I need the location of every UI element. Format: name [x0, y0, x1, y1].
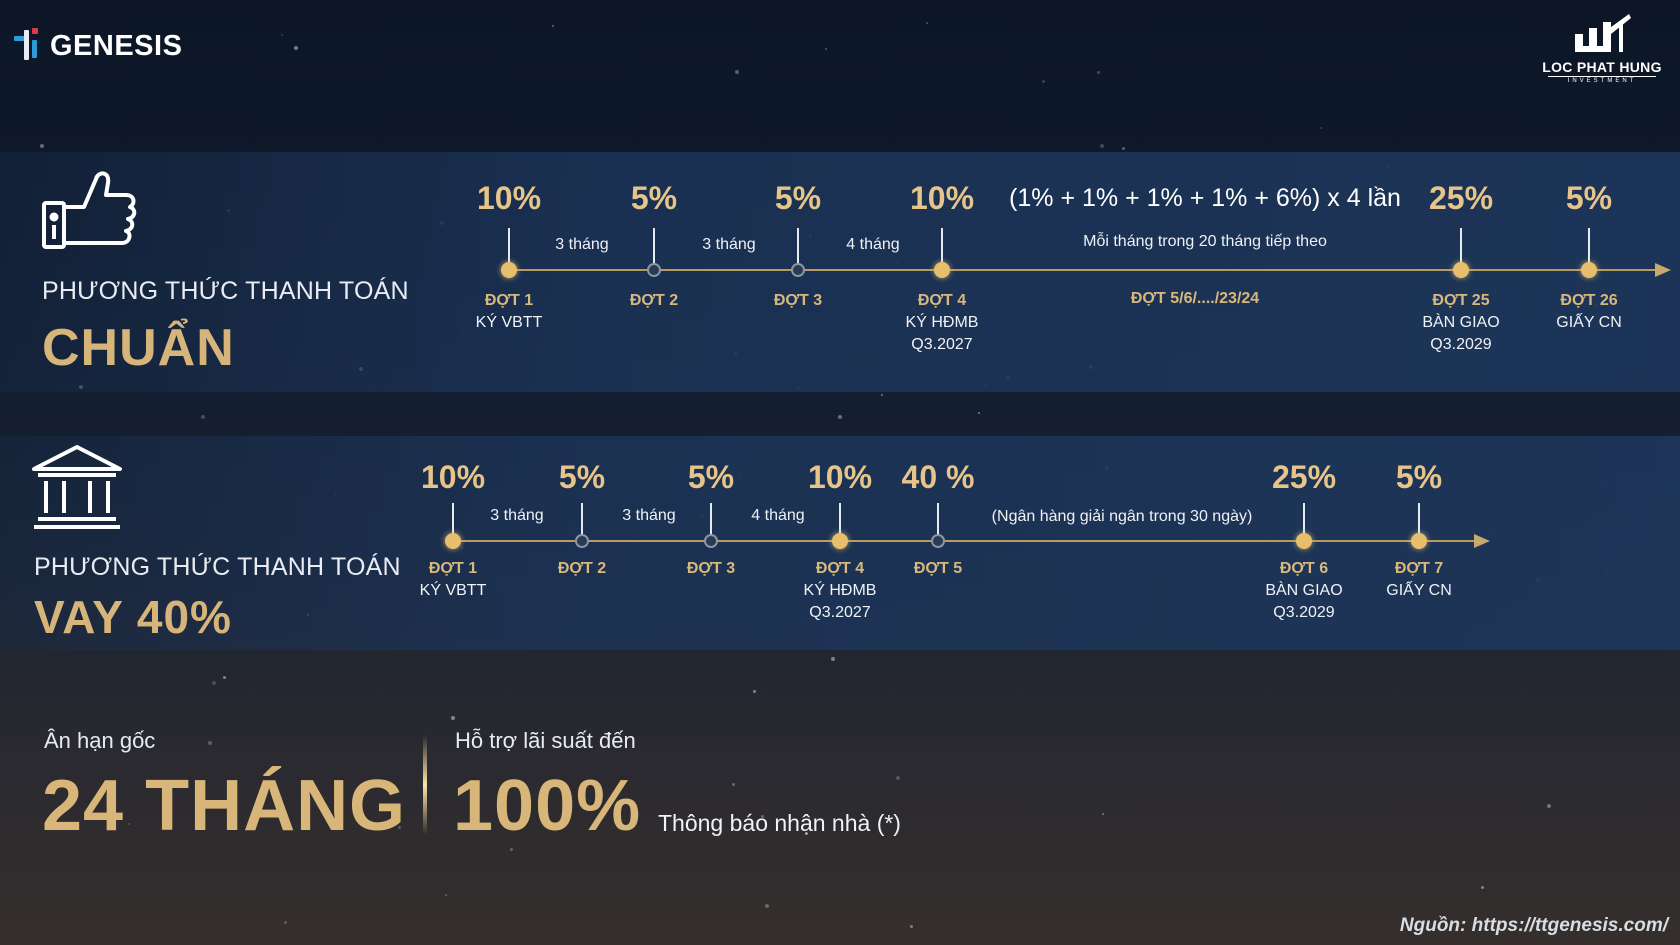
star	[831, 657, 835, 661]
star	[552, 25, 554, 27]
star	[978, 412, 980, 414]
interest-support-note: Thông báo nhận nhà (*)	[658, 810, 901, 836]
star	[1100, 144, 1104, 148]
plan-loan-name: VAY 40%	[34, 591, 232, 643]
star	[1547, 804, 1551, 808]
loc-phat-hung-logo: LOC PHAT HUNG INVESTMENT	[1542, 12, 1662, 84]
grace-period-value: 24 THÁNG	[42, 766, 407, 846]
star	[281, 34, 283, 36]
star	[284, 921, 287, 924]
star	[1122, 147, 1125, 150]
star	[1320, 127, 1322, 129]
star	[40, 144, 44, 148]
genesis-logo-text: GENESIS	[50, 29, 183, 62]
star	[1102, 813, 1104, 815]
star	[201, 415, 205, 419]
star	[294, 46, 298, 50]
star	[510, 848, 513, 851]
grace-period-label: Ân hạn gốc	[44, 728, 156, 753]
plan-standard-name: CHUẨN	[42, 319, 235, 377]
plan-loan-band	[0, 436, 1680, 650]
loc-phat-hung-mark-icon	[1575, 14, 1631, 52]
loc-phat-hung-tagline: INVESTMENT	[1548, 76, 1656, 84]
interest-support-value: 100%	[453, 766, 642, 846]
star	[1097, 71, 1100, 74]
star	[1042, 80, 1045, 83]
genesis-mark-icon	[12, 26, 46, 66]
star	[838, 415, 842, 419]
star	[825, 48, 827, 50]
bottom-divider	[423, 735, 427, 835]
source-credit: Nguồn: https://ttgenesis.com/	[1399, 915, 1668, 936]
star	[212, 681, 216, 685]
genesis-logo: GENESIS	[12, 26, 182, 66]
interest-support-label: Hỗ trợ lãi suất đến	[455, 728, 636, 753]
thumbs-up-icon	[40, 165, 140, 255]
plan-standard-label: PHƯƠNG THỨC THANH TOÁN	[42, 277, 409, 305]
plan-loan-label: PHƯƠNG THỨC THANH TOÁN	[34, 553, 401, 581]
star	[765, 904, 769, 908]
star	[881, 394, 883, 396]
bank-icon	[30, 443, 124, 536]
star	[208, 741, 212, 745]
plan-standard-band	[0, 152, 1680, 392]
star	[910, 925, 913, 928]
star	[926, 22, 928, 24]
loc-phat-hung-name: LOC PHAT HUNG	[1542, 59, 1662, 75]
star	[896, 776, 900, 780]
star	[732, 783, 735, 786]
star	[735, 70, 739, 74]
star	[223, 676, 226, 679]
star	[451, 716, 455, 720]
star	[753, 690, 756, 693]
star	[445, 894, 447, 896]
star	[1481, 886, 1484, 889]
